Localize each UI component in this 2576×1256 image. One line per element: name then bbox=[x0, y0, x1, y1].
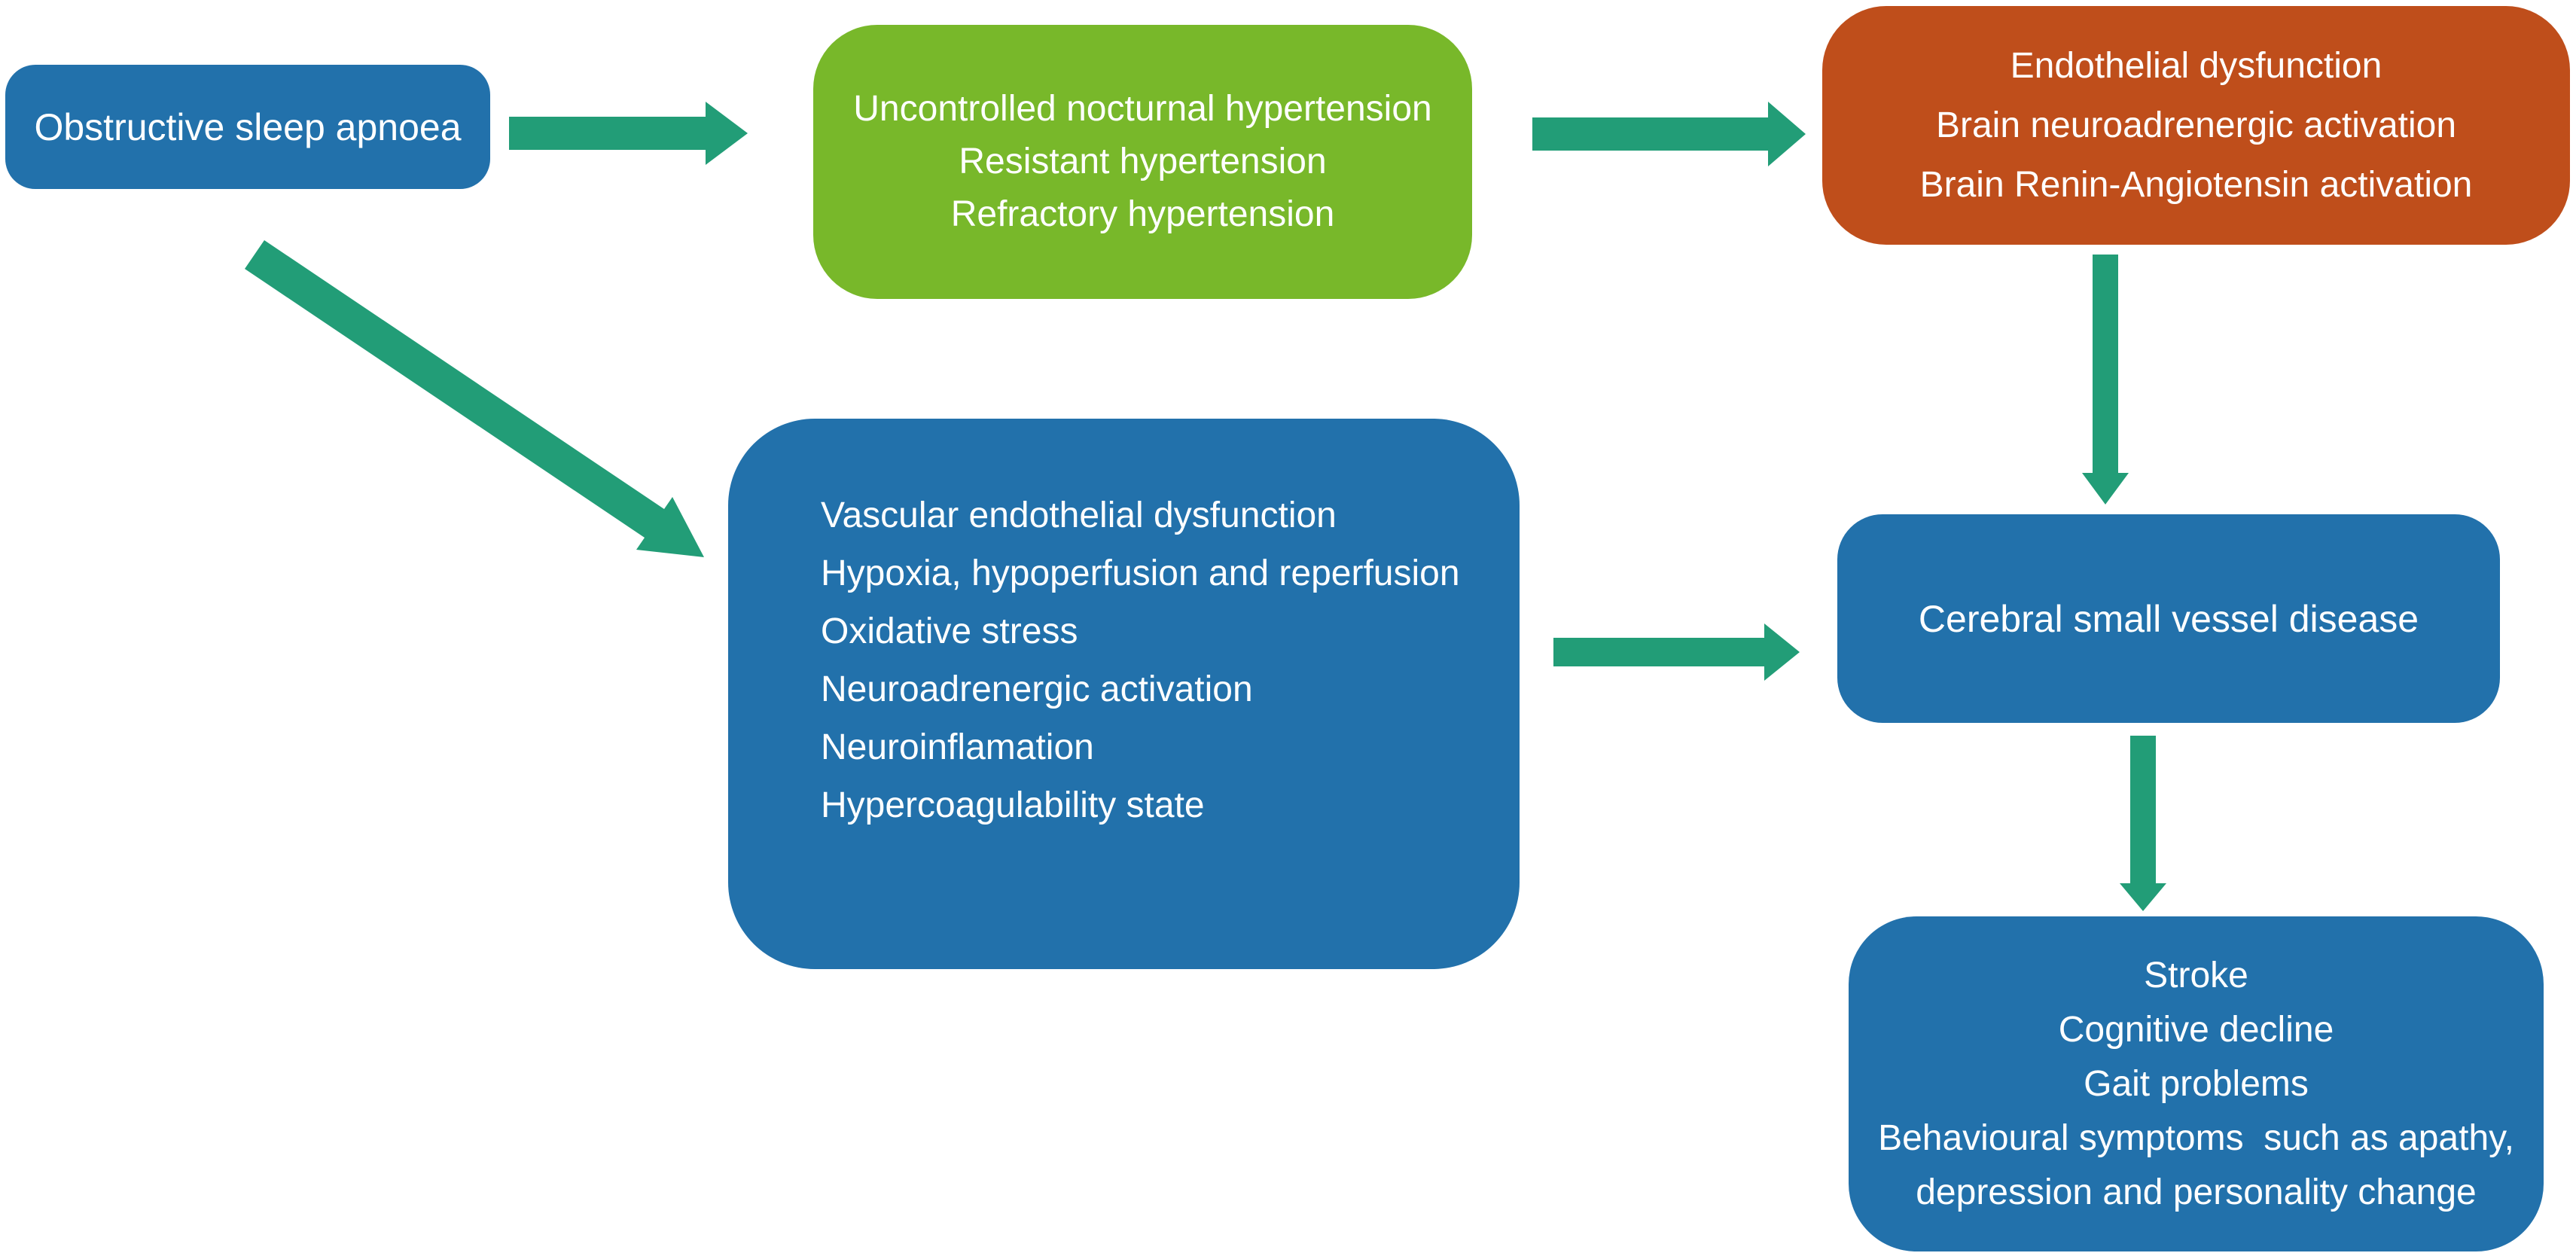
node-label: Brain Renin-Angiotensin activation bbox=[1919, 165, 2473, 205]
node-label: Neuroadrenergic activation bbox=[821, 669, 1253, 709]
node-obstructive-sleep-apnoea: Obstructive sleep apnoea bbox=[5, 65, 490, 189]
node-label: Refractory hypertension bbox=[950, 194, 1335, 234]
node-label: Obstructive sleep apnoea bbox=[34, 105, 462, 148]
node-label: Resistant hypertension bbox=[959, 142, 1327, 181]
node-label: Cognitive decline bbox=[2058, 1009, 2334, 1050]
node-label: Oxidative stress bbox=[821, 611, 1078, 651]
arrow-mechanisms-to-csvd bbox=[1553, 623, 1800, 681]
node-label: Brain neuroadrenergic activation bbox=[1935, 105, 2457, 145]
node-mechanisms: Vascular endothelial dysfunction Hypoxia… bbox=[728, 419, 1520, 969]
node-outcomes: Stroke Cognitive decline Gait problems B… bbox=[1849, 916, 2544, 1251]
node-label: Vascular endothelial dysfunction bbox=[821, 495, 1337, 535]
arrow-hypertension-to-brain-activation bbox=[1532, 102, 1806, 166]
node-label: Endothelial dysfunction bbox=[2010, 46, 2382, 86]
node-label: Stroke bbox=[2144, 955, 2248, 995]
node-label: Behavioural symptoms such as apathy, bbox=[1878, 1117, 2514, 1158]
node-label: Hypercoagulability state bbox=[821, 785, 1205, 825]
arrow-brain-activation-to-csvd bbox=[2082, 255, 2129, 505]
node-brain-activation: Endothelial dysfunction Brain neuroadren… bbox=[1822, 6, 2570, 245]
arrow-csvd-to-outcomes bbox=[2120, 736, 2166, 911]
node-label: depression and personality change bbox=[1916, 1172, 2477, 1212]
node-cerebral-small-vessel-disease: Cerebral small vessel disease bbox=[1837, 514, 2500, 723]
node-label: Cerebral small vessel disease bbox=[1918, 597, 2419, 640]
node-label: Uncontrolled nocturnal hypertension bbox=[853, 89, 1432, 129]
node-hypertension: Uncontrolled nocturnal hypertension Resi… bbox=[813, 25, 1472, 299]
node-label: Hypoxia, hypoperfusion and reperfusion bbox=[821, 553, 1460, 593]
node-label: Gait problems bbox=[2084, 1063, 2309, 1104]
node-label: Neuroinflamation bbox=[821, 727, 1094, 767]
arrow-osa-to-hypertension bbox=[509, 102, 748, 165]
arrow-osa-to-mechanisms bbox=[245, 240, 704, 557]
